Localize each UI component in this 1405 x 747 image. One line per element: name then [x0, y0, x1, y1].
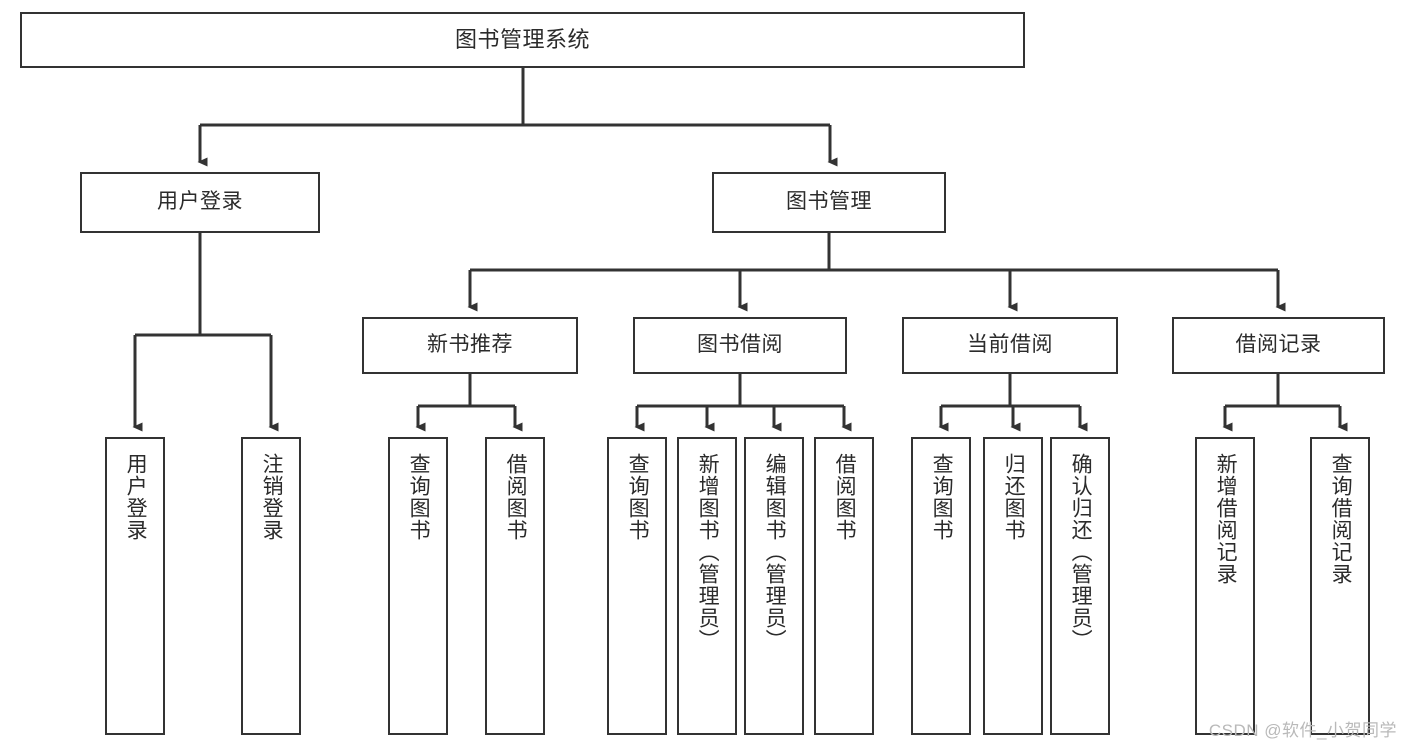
- node-leaf-borrow-book-1[interactable]: 借阅图书: [485, 437, 545, 735]
- watermark: CSDN @软件_小贺同学: [1208, 721, 1397, 740]
- node-leaf-borrow-book-1-label: 借阅图书: [504, 453, 528, 541]
- node-leaf-edit-book-label: 编辑图书（管理员）: [763, 453, 787, 651]
- node-user-login[interactable]: 用户登录: [80, 172, 320, 233]
- node-leaf-edit-book[interactable]: 编辑图书（管理员）: [744, 437, 804, 735]
- node-leaf-add-record[interactable]: 新增借阅记录: [1195, 437, 1255, 735]
- node-leaf-user-login-label: 用户登录: [124, 453, 148, 541]
- node-leaf-confirm-return[interactable]: 确认归还（管理员）: [1050, 437, 1110, 735]
- node-user-login-label: 用户登录: [157, 190, 243, 214]
- node-leaf-query-record[interactable]: 查询借阅记录: [1310, 437, 1370, 735]
- node-leaf-add-book[interactable]: 新增图书（管理员）: [677, 437, 737, 735]
- node-leaf-add-book-label: 新增图书（管理员）: [696, 453, 720, 651]
- node-leaf-borrow-book-2-label: 借阅图书: [833, 453, 857, 541]
- node-leaf-query-book-1[interactable]: 查询图书: [388, 437, 448, 735]
- node-leaf-return-book[interactable]: 归还图书: [983, 437, 1043, 735]
- node-leaf-add-record-label: 新增借阅记录: [1214, 453, 1238, 585]
- node-leaf-query-book-2[interactable]: 查询图书: [607, 437, 667, 735]
- node-leaf-user-login[interactable]: 用户登录: [105, 437, 165, 735]
- node-borrow-record-label: 借阅记录: [1235, 333, 1322, 357]
- node-leaf-query-book-3-label: 查询图书: [930, 453, 954, 541]
- node-book-manage-label: 图书管理: [786, 190, 872, 214]
- node-new-book-recommend-label: 新书推荐: [427, 333, 513, 357]
- node-new-book-recommend[interactable]: 新书推荐: [362, 317, 578, 374]
- node-root-label: 图书管理系统: [454, 27, 590, 53]
- node-leaf-query-book-3[interactable]: 查询图书: [911, 437, 971, 735]
- node-current-borrow-label: 当前借阅: [967, 333, 1053, 357]
- node-current-borrow[interactable]: 当前借阅: [902, 317, 1118, 374]
- node-book-borrow[interactable]: 图书借阅: [633, 317, 847, 374]
- node-leaf-user-logout[interactable]: 注销登录: [241, 437, 301, 735]
- node-leaf-borrow-book-2[interactable]: 借阅图书: [814, 437, 874, 735]
- node-leaf-query-record-label: 查询借阅记录: [1329, 453, 1353, 585]
- node-leaf-query-book-1-label: 查询图书: [407, 453, 431, 541]
- node-book-manage[interactable]: 图书管理: [712, 172, 946, 233]
- node-book-borrow-label: 图书借阅: [697, 333, 783, 357]
- node-leaf-query-book-2-label: 查询图书: [626, 453, 650, 541]
- node-leaf-return-book-label: 归还图书: [1002, 453, 1026, 541]
- node-root[interactable]: 图书管理系统: [20, 12, 1025, 68]
- node-borrow-record[interactable]: 借阅记录: [1172, 317, 1385, 374]
- node-leaf-confirm-return-label: 确认归还（管理员）: [1069, 453, 1093, 651]
- node-leaf-user-logout-label: 注销登录: [260, 453, 284, 541]
